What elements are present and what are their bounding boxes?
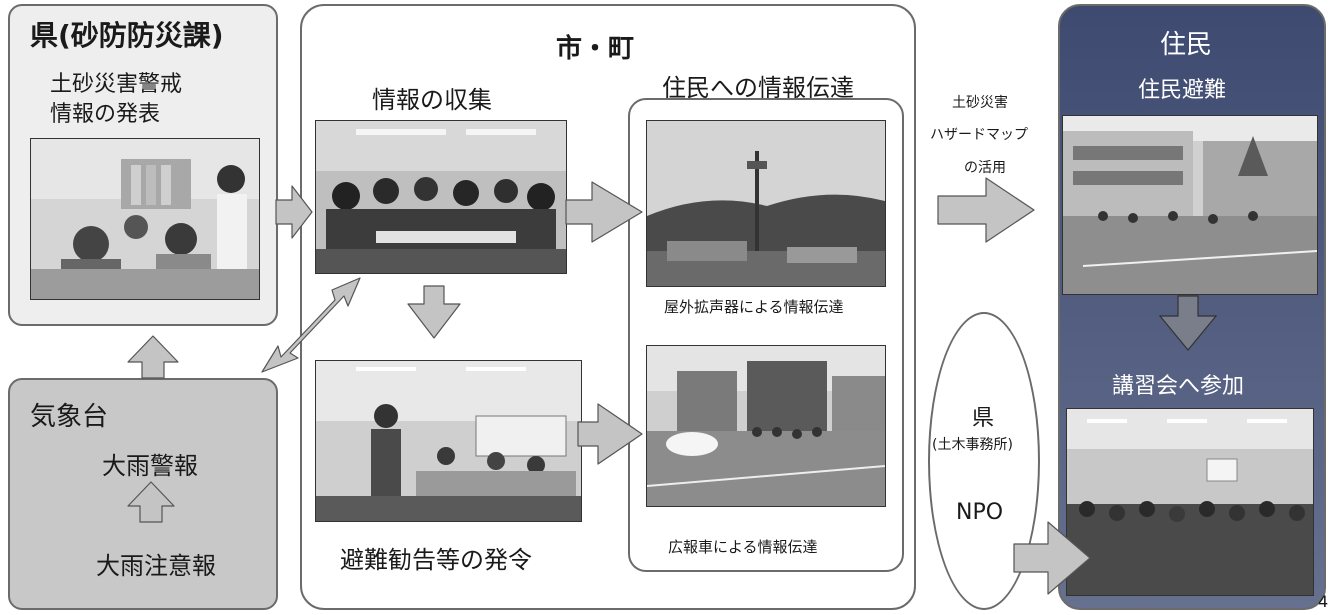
pr-vehicle-caption: 広報車による情報伝達 [668,538,818,556]
hazard-map-line2: ハザードマップ [930,127,1028,143]
resident-evacuation-label: 住民避難 [1138,78,1227,103]
civil-engineering-office-label: 県 [972,406,995,431]
evacuation-order-label: 避難勧告等の発令 [340,546,532,574]
arrow-npo-to-residents [1013,521,1091,595]
arrow-order-to-transmission [577,403,643,465]
seminar-photo [1066,408,1314,596]
city-town-title: 市・町 [556,34,635,64]
arrow-advisory-to-warning [127,481,175,523]
arrow-evacuation-to-seminar [1158,295,1218,351]
info-transmission-title: 住民への情報伝達 [662,74,854,102]
hazard-map-line1: 土砂災害 [952,95,1008,111]
arrow-weather-to-prefecture [127,335,179,379]
arrow-weather-collect-bidirectional [261,277,361,373]
page-number: 4 [1318,592,1329,611]
prefecture-subtitle-line1: 土砂災害警戒 [50,72,183,97]
arrow-collect-to-order [407,285,461,339]
hazard-map-line3: の活用 [964,160,1006,176]
outdoor-speaker-photo [646,120,886,287]
resident-evacuation-photo [1062,115,1318,295]
info-collection-photo [315,120,567,274]
evacuation-order-photo [315,360,582,522]
arrow-collect-to-transmission [565,181,643,243]
arrow-hazard-map-to-residents [937,177,1035,243]
civil-engineering-office-sub: (土木事務所) [932,437,1013,453]
prefecture-office-photo [30,138,260,300]
seminar-participation-label: 講習会へ参加 [1112,374,1245,399]
info-collection-label: 情報の収集 [372,86,492,114]
prefecture-subtitle-line2: 情報の発表 [50,102,161,127]
residents-title: 住民 [1160,30,1213,60]
outdoor-speaker-caption: 屋外拡声器による情報伝達 [664,298,844,316]
heavy-rain-warning: 大雨警報 [102,452,198,480]
prefecture-title: 県(砂防防災課) [30,19,224,52]
weather-station-title: 気象台 [30,402,109,432]
arrow-prefecture-to-city [275,185,313,239]
npo-label: NPO [956,500,1004,525]
heavy-rain-advisory: 大雨注意報 [96,552,216,580]
pr-vehicle-photo [646,345,886,507]
